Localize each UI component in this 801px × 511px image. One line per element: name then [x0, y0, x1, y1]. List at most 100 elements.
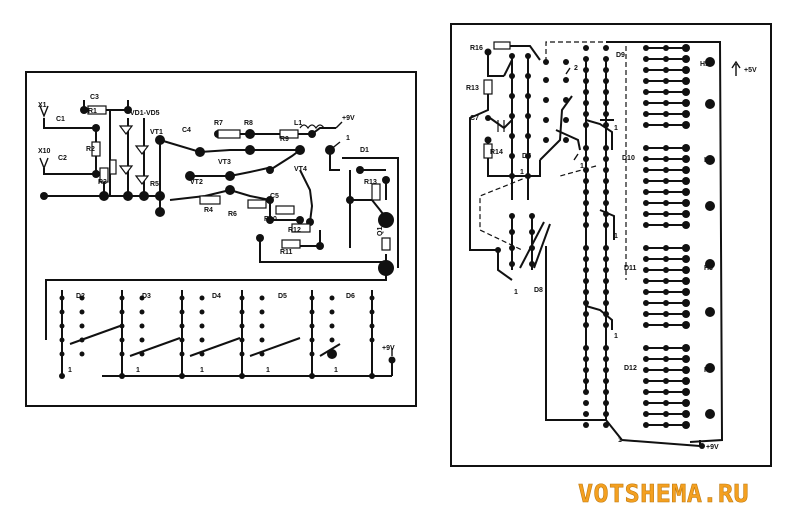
chip-pin-pad: [583, 211, 589, 217]
label-pin-1-d10: 1: [580, 163, 584, 170]
label-c5: C5: [270, 193, 279, 200]
chip-pin-pad: [583, 67, 589, 73]
chip-pin-pad: [583, 122, 589, 128]
chip-pin-pad: [603, 100, 609, 106]
chip-pin-pad: [603, 178, 609, 184]
left-board-components: [87, 105, 391, 251]
label-supply-9v-right: +9V: [706, 444, 719, 451]
label-c7: C7: [470, 115, 479, 122]
label-d11: D11: [624, 265, 637, 272]
label-r8: R8: [244, 120, 253, 127]
label-r16: R16: [470, 45, 483, 52]
chip-pin-pad: [603, 411, 609, 417]
label-r4: R4: [204, 207, 213, 214]
chip-pin-pad: [603, 222, 609, 228]
chip-pin-pad: [583, 300, 589, 306]
chip-pin-pad: [603, 189, 609, 195]
label-supply-9v: +9V: [342, 115, 355, 122]
label-r10: R10: [264, 216, 277, 223]
right-board-indicators: [699, 57, 715, 449]
label-r2: R2: [86, 146, 95, 153]
label-vt1: VT1: [150, 129, 163, 136]
label-r13: R13: [364, 179, 377, 186]
label-vt4: VT4: [294, 166, 307, 173]
chip-pin-pad: [583, 267, 589, 273]
chip-pin-pad: [583, 78, 589, 84]
right-board-arrows: [565, 60, 741, 161]
label-d2-pin1: 1: [68, 367, 72, 374]
label-l1: L1: [294, 120, 302, 127]
label-d5-pin1: 1: [266, 367, 270, 374]
label-pin-1-bottom: 1: [618, 437, 622, 444]
left-board-arrows: [39, 105, 393, 356]
chip-pin-pad: [583, 378, 589, 384]
label-pin-1-d9: 1: [614, 125, 618, 132]
label-r11: R11: [280, 249, 293, 256]
chip-pin-pad: [603, 300, 609, 306]
label-d5: D5: [278, 293, 287, 300]
chip-pin-pad: [583, 411, 589, 417]
label-supply-9v-bottom: +9V: [382, 345, 395, 352]
chip-pin-pad: [583, 356, 589, 362]
right-board-components: [483, 41, 511, 159]
label-pin-2: 2: [574, 65, 578, 72]
left-board-frame: [25, 71, 417, 407]
chip-pin-pad: [603, 78, 609, 84]
chip-pin-pad: [583, 100, 589, 106]
label-r14: R14: [490, 149, 503, 156]
chip-pin-pad: [583, 345, 589, 351]
left-board-traces: [43, 100, 399, 377]
chip-pin-pad: [603, 111, 609, 117]
label-d3: D3: [142, 293, 151, 300]
chip-pin-pad: [583, 311, 589, 317]
chip-pin-pad: [583, 222, 589, 228]
chip-pin-pad: [583, 278, 589, 284]
right-board-chip-columns: [583, 44, 690, 429]
label-pin-1-d8: 1: [514, 289, 518, 296]
chip-pin-pad: [603, 289, 609, 295]
label-d2: D2: [76, 293, 85, 300]
label-r12: R12: [288, 227, 301, 234]
chip-pin-pad: [603, 367, 609, 373]
label-c3: C3: [90, 94, 99, 101]
label-h1: H1: [700, 61, 709, 68]
chip-pin-pad: [583, 289, 589, 295]
label-h4: H4: [704, 367, 713, 374]
label-r1: R1: [88, 108, 97, 115]
label-d10: D10: [622, 155, 635, 162]
label-vd1-vd5: VD1-VD5: [130, 110, 160, 117]
label-r9: R9: [280, 136, 289, 143]
chip-pin-pad: [583, 56, 589, 62]
label-x10: X10: [38, 148, 51, 155]
label-c2: C2: [58, 155, 67, 162]
label-d1: D1: [360, 147, 369, 154]
chip-pin-pad: [603, 278, 609, 284]
label-c4: C4: [182, 127, 191, 134]
left-board: X1 X10 C1 C2 C3 C4 C5 R1 R2 R3 R4 R5 R6 …: [25, 71, 417, 407]
label-d6-pin1: 1: [334, 367, 338, 374]
chip-pin-pad: [603, 311, 609, 317]
chip-pin-pad: [583, 389, 589, 395]
chip-pin-pad: [603, 156, 609, 162]
label-pin-1-d11: 1: [614, 233, 618, 240]
label-d8: D8: [534, 287, 543, 294]
chip-pin-pad: [583, 200, 589, 206]
chip-pin-pad: [603, 378, 609, 384]
chip-pin-pad: [583, 245, 589, 251]
chip-pin-pad: [583, 189, 589, 195]
label-q1: Q1: [377, 227, 384, 236]
label-pin1: 1: [346, 135, 350, 142]
chip-pin-pad: [603, 356, 609, 362]
label-pin-1-d7: 1: [520, 169, 524, 176]
watermark: VOTSHEMA.RU: [578, 479, 749, 508]
chip-pin-pad: [583, 256, 589, 262]
label-d9: D9: [616, 52, 625, 59]
chip-pin-pad: [583, 145, 589, 151]
label-supply-5v: +5V: [744, 67, 757, 74]
chip-pin-pad: [603, 211, 609, 217]
label-d7: D7: [522, 153, 531, 160]
label-pin-1-d12: 1: [614, 333, 618, 340]
label-d4-pin1: 1: [200, 367, 204, 374]
label-h3: H3: [704, 265, 713, 272]
